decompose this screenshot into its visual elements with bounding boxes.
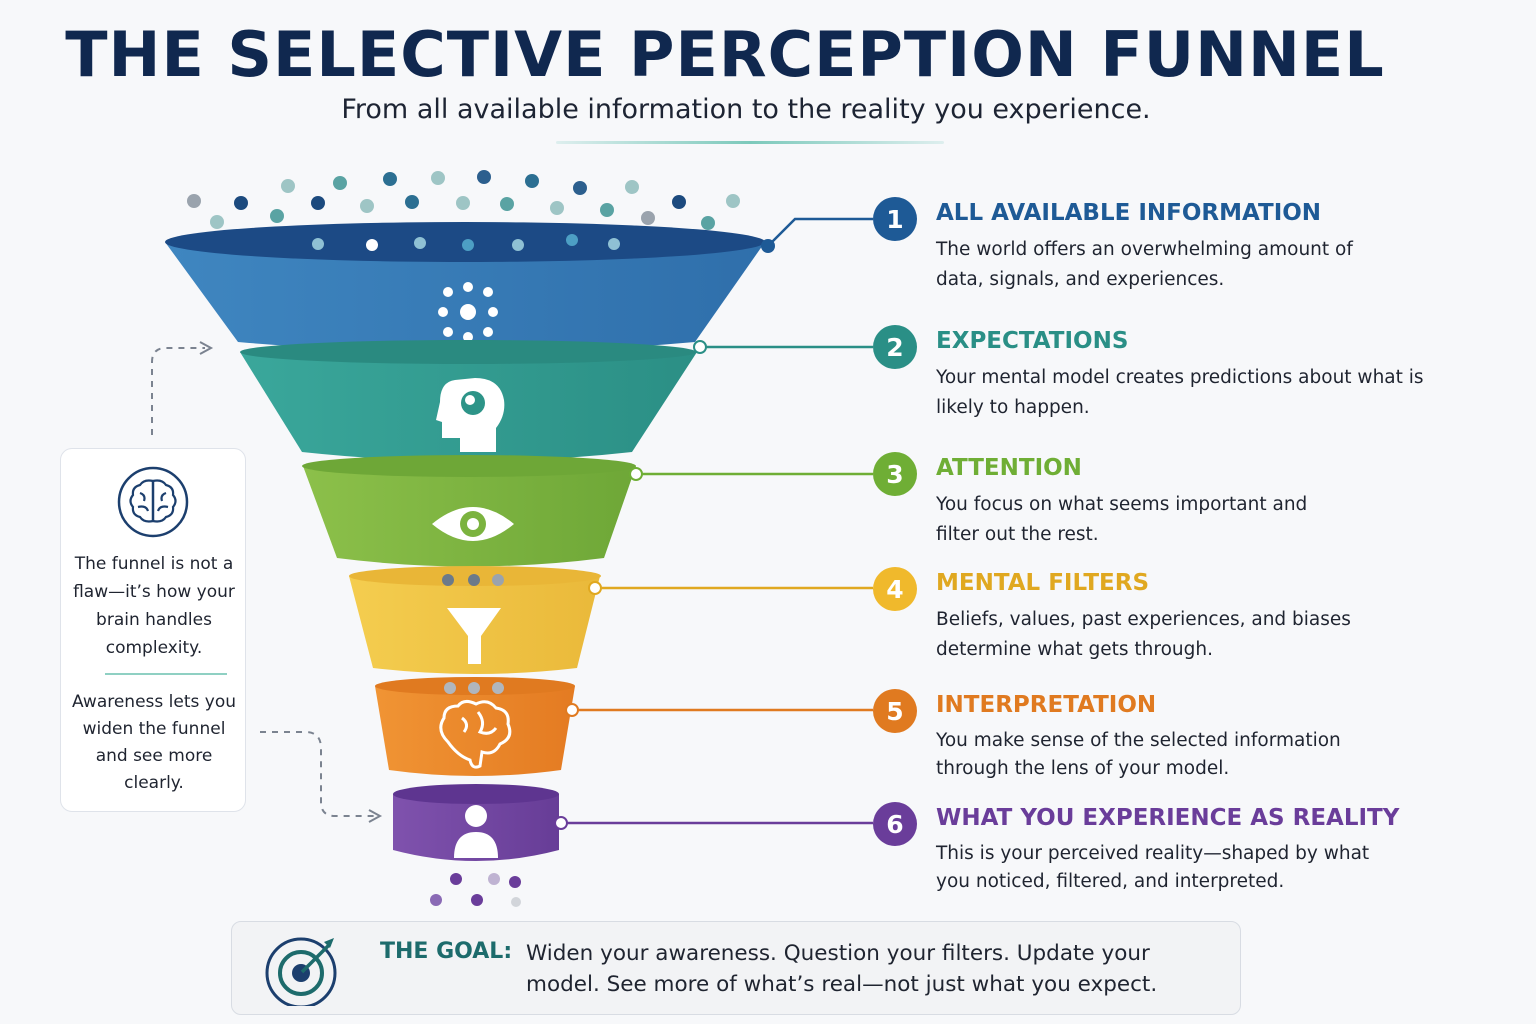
step-1-description: The world offers an overwhelming amount …	[936, 239, 1353, 290]
connector-1	[761, 217, 873, 253]
brain-icon	[439, 699, 512, 769]
brain-outline-icon	[117, 466, 189, 538]
connector-3	[629, 467, 873, 481]
page-subtitle: From all available information to the re…	[341, 94, 1151, 125]
arrowhead-down	[368, 809, 383, 823]
connector-6	[554, 816, 873, 830]
information-dots	[187, 170, 740, 230]
goal-box: THE GOAL: Widen your awareness. Question…	[231, 921, 1241, 1015]
side-note-text-2: Awareness lets you widen the funnel and …	[71, 692, 237, 793]
funnel-layer-6	[393, 784, 559, 861]
step-2-number: 2	[873, 325, 917, 369]
dashed-arrow-up	[151, 347, 205, 435]
step-2-title: EXPECTATIONS	[936, 328, 1129, 354]
connector-5	[565, 703, 873, 717]
step-6-number: 6	[873, 802, 917, 846]
step-4-number: 4	[873, 567, 917, 611]
step-4-description: Beliefs, values, past experiences, and b…	[936, 609, 1351, 660]
step-5-number: 5	[873, 689, 917, 733]
step-2-description: Your mental model creates predictions ab…	[936, 367, 1424, 418]
step-1-title: ALL AVAILABLE INFORMATION	[936, 200, 1322, 226]
step-3-description: You focus on what seems important and fi…	[936, 494, 1308, 545]
head-brain-icon	[436, 378, 505, 452]
eye-icon	[432, 507, 514, 541]
arrowhead-up	[199, 341, 214, 355]
funnel-layer-1	[165, 222, 765, 352]
funnel-layer-5	[375, 677, 575, 776]
step-5-description: You make sense of the selected informati…	[936, 730, 1341, 779]
side-note-card: The funnel is not a flaw—it’s how your b…	[60, 448, 246, 812]
target-arrow-icon	[265, 937, 337, 1006]
output-dots	[430, 873, 521, 907]
connector-4	[588, 581, 873, 595]
step-6-description: This is your perceived reality—shaped by…	[936, 843, 1370, 892]
side-note-text-1: The funnel is not a flaw—it’s how your b…	[73, 554, 235, 658]
funnel-layer-4	[349, 566, 601, 674]
step-6-title: WHAT YOU EXPERIENCE AS REALITY	[936, 805, 1400, 831]
funnel-layer-3	[302, 455, 636, 567]
dots-cluster-icon	[438, 282, 498, 342]
dashed-arrow-down	[260, 731, 374, 817]
step-5-title: INTERPRETATION	[936, 692, 1157, 718]
funnel-layer-2	[240, 340, 697, 461]
filter-icon	[447, 608, 501, 664]
side-note-divider	[105, 673, 227, 675]
person-icon	[454, 805, 498, 858]
step-4-title: MENTAL FILTERS	[936, 570, 1150, 596]
step-3-number: 3	[873, 452, 917, 496]
connector-2	[693, 340, 873, 354]
page-title: THE SELECTIVE PERCEPTION FUNNEL	[65, 18, 1385, 91]
step-1-number: 1	[873, 197, 917, 241]
step-3-title: ATTENTION	[936, 455, 1082, 481]
goal-label: THE GOAL:	[380, 939, 513, 964]
subtitle-divider	[556, 141, 944, 144]
goal-text: Widen your awareness. Question your filt…	[526, 941, 1158, 997]
